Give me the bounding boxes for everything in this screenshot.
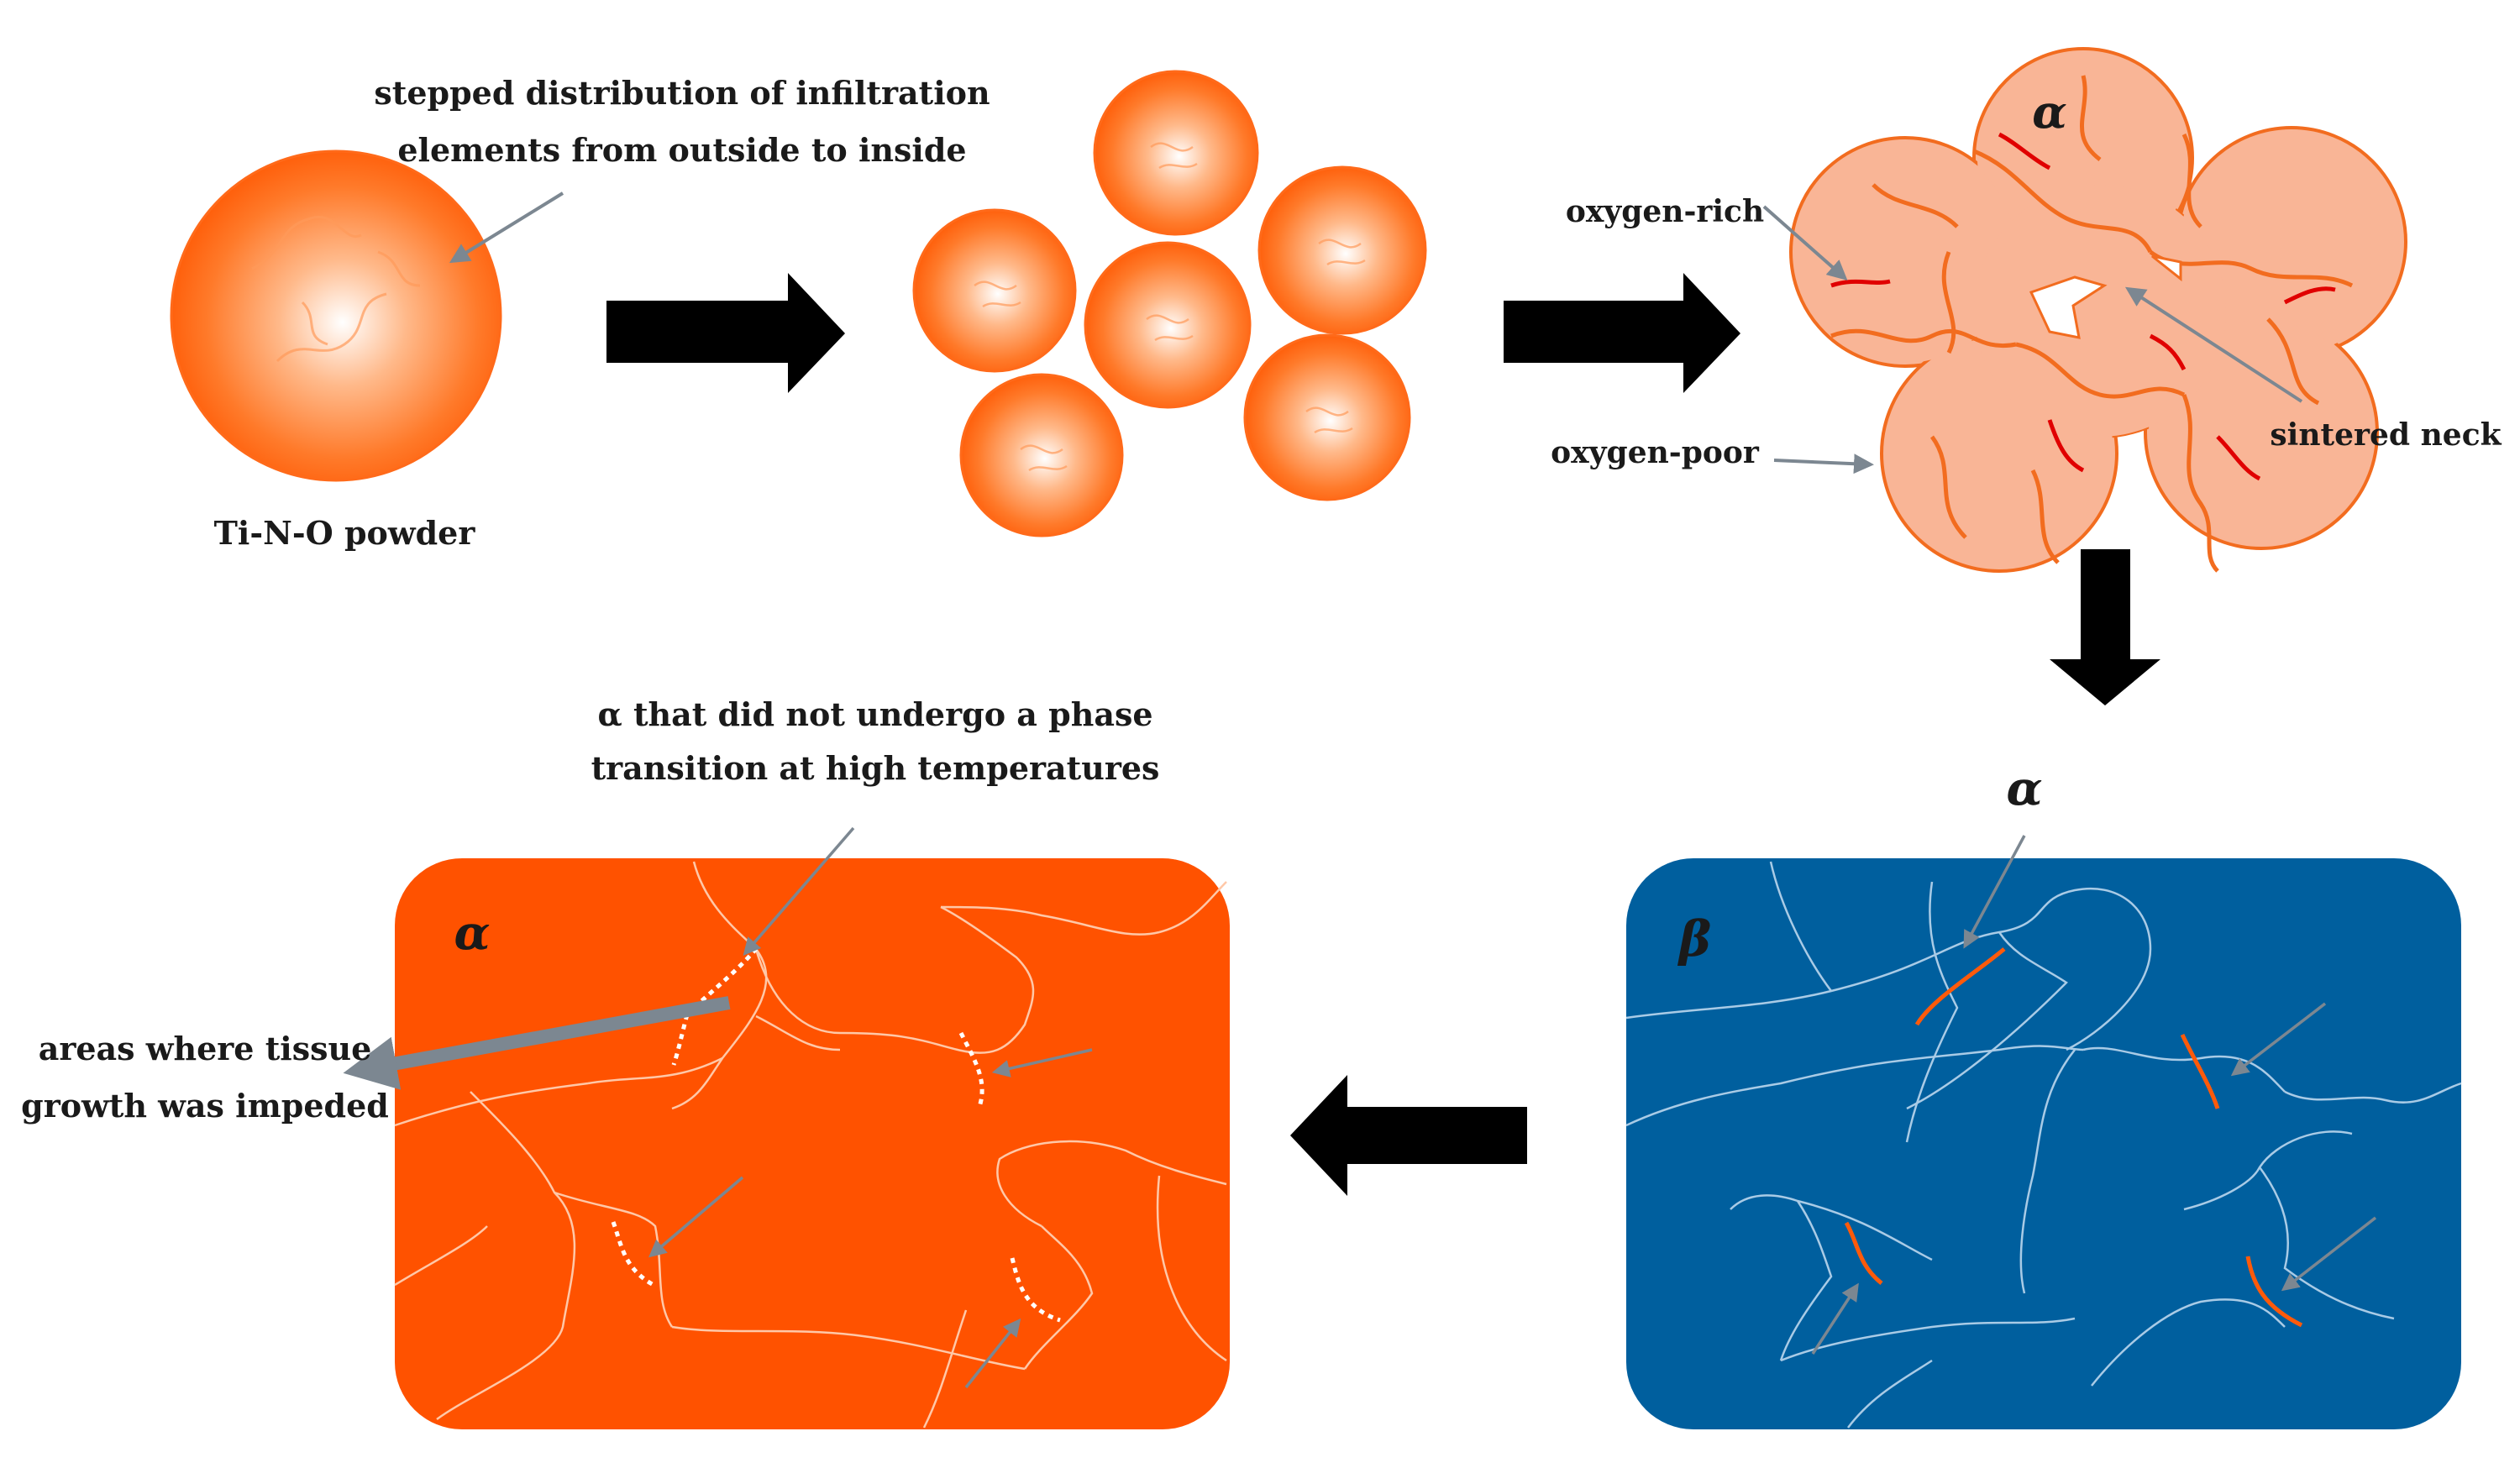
oxygen-poor-pointer — [1773, 454, 1874, 474]
alpha-pointer-1 — [991, 1048, 1093, 1077]
alpha-final-label: α — [454, 905, 490, 961]
alpha-pointer-3 — [964, 1318, 1021, 1389]
beta-panel — [1625, 835, 2462, 1429]
beta-label: β — [1677, 910, 1712, 967]
sintered-neck-label: sintered neck — [2270, 417, 2502, 453]
stepped-pointer-arrow — [449, 191, 564, 264]
alpha-top-label: α — [2006, 761, 2042, 816]
stepped-label-line1: stepped distribution of infiltration — [374, 74, 990, 112]
alpha-panel — [343, 826, 1230, 1429]
alpha-untransformed-line1: α that did not undergo a phase — [597, 695, 1152, 733]
process-arrow-4 — [1290, 1075, 1527, 1196]
process-arrow-2 — [1504, 273, 1740, 393]
oxygen-rich-label: oxygen-rich — [1566, 194, 1764, 229]
impeded-pointer — [343, 996, 731, 1090]
process-arrow-1 — [606, 273, 845, 393]
beta-pointer-2 — [2230, 1002, 2327, 1077]
stepped-label-line2: elements from outside to inside — [397, 131, 966, 169]
pore-small — [2151, 254, 2182, 282]
sintered-body — [1789, 47, 2407, 573]
impeded-label-line1: areas where tissue — [39, 1030, 372, 1067]
oxygen-poor-label: oxygen-poor — [1551, 435, 1760, 470]
beta-pointer-3 — [1811, 1282, 1859, 1355]
pore-main — [2029, 275, 2108, 339]
beta-pointer-1 — [1963, 835, 2026, 949]
alpha-pointer-2 — [648, 1176, 744, 1258]
particle-cluster — [912, 70, 1427, 537]
powder-label: Ti-N-O powder — [214, 514, 476, 552]
oxygen-rich-pointer — [1762, 205, 1848, 280]
alpha-untransformed-pointer — [743, 826, 855, 956]
beta-pointer-4 — [2281, 1216, 2377, 1292]
impeded-label-line2: growth was impeded — [21, 1087, 389, 1125]
process-arrow-3 — [2050, 549, 2160, 705]
alpha-untransformed-line2: transition at high temperatures — [591, 749, 1160, 787]
sintered-neck-pointer — [2124, 286, 2303, 403]
alpha-sintered-label: α — [2032, 85, 2067, 139]
powder-particle — [170, 149, 502, 482]
